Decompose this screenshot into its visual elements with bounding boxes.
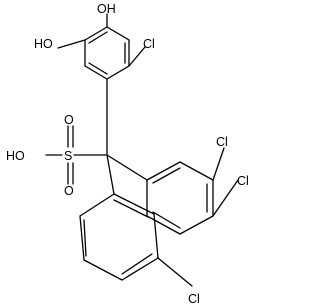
- bond: [128, 46, 146, 67]
- ring-bottom: [79, 193, 159, 281]
- bond: [152, 167, 181, 184]
- atom-label-cl-ring2-b: Cl: [237, 174, 249, 188]
- bond: [179, 161, 214, 181]
- bond: [106, 26, 130, 41]
- atom-label-cl-ring1: Cl: [143, 37, 155, 51]
- atom-label-ho-sulfo: HO: [6, 149, 25, 163]
- atom-label-ho-left: HO: [34, 37, 53, 51]
- atom-label-cl-ring3: Cl: [188, 292, 200, 306]
- bond: [153, 213, 159, 259]
- bond: [57, 39, 86, 49]
- bond: [106, 154, 148, 181]
- bond: [88, 62, 108, 75]
- bond: [146, 161, 181, 181]
- bond: [121, 257, 159, 281]
- molecule-structure: OH HO Cl Cl Cl HO S O O Cl: [6, 2, 249, 306]
- bond: [121, 253, 153, 275]
- bond: [157, 257, 193, 287]
- atom-label-o-up: O: [64, 113, 74, 127]
- bond: [79, 215, 85, 261]
- atom-label-s: S: [64, 149, 72, 163]
- bond: [146, 215, 181, 235]
- atom-label-oh-top: OH: [97, 2, 116, 16]
- bond: [212, 147, 225, 181]
- bond: [84, 26, 108, 41]
- bond: [152, 211, 181, 229]
- bond: [106, 65, 130, 80]
- structure-canvas: OH HO Cl Cl Cl HO S O O Cl: [6, 2, 249, 306]
- bond: [79, 193, 115, 217]
- ring-right: [146, 161, 214, 235]
- bond: [88, 31, 108, 44]
- atom-label-cl-ring2-a: Cl: [216, 135, 228, 149]
- bond: [212, 179, 239, 217]
- atom-labels: OH HO Cl Cl Cl HO S O O Cl: [6, 2, 249, 306]
- bond: [113, 193, 155, 215]
- bond: [84, 65, 108, 80]
- bond: [83, 259, 123, 281]
- bond: [83, 219, 87, 257]
- bond: [106, 154, 115, 195]
- atom-label-o-down: O: [64, 184, 74, 198]
- ring-top: [84, 26, 130, 80]
- bond: [113, 199, 149, 218]
- bond: [179, 215, 214, 235]
